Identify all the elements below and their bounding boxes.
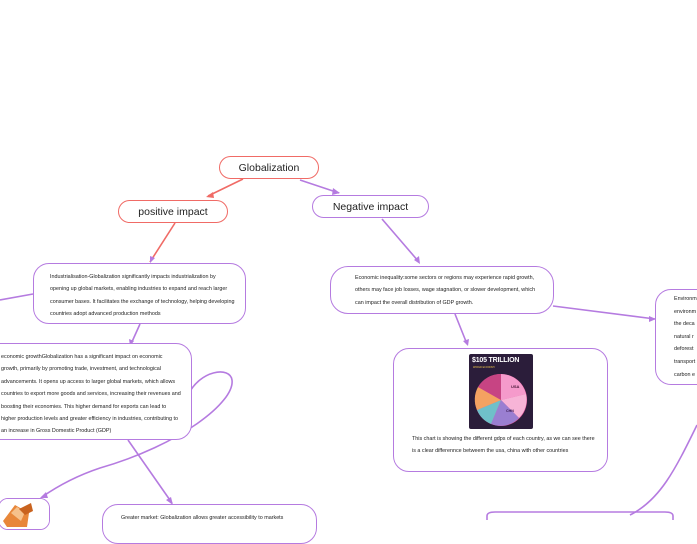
environment-line: deforest bbox=[674, 346, 694, 353]
link-inequality-chart bbox=[454, 313, 468, 345]
node-gdp-chart[interactable]: $105 TRILLION WORLD ECONOMY USA CHN This… bbox=[393, 348, 608, 472]
infographic-china-label: CHN bbox=[506, 409, 514, 413]
environment-line: carbon e bbox=[674, 371, 695, 378]
link-root-positive bbox=[207, 178, 244, 197]
link-positive-industrialisation bbox=[149, 222, 176, 263]
arrowhead-inequality bbox=[414, 256, 420, 264]
node-negative-impact[interactable]: Negative impact bbox=[312, 195, 429, 218]
root-node-label: Globalization bbox=[238, 161, 300, 174]
positive-impact-label: positive impact bbox=[138, 205, 208, 218]
infographic-subtitle: WORLD ECONOMY bbox=[473, 366, 495, 369]
link-negative-inequality bbox=[381, 218, 420, 263]
arrowhead-chart bbox=[463, 339, 469, 346]
node-economic-inequality[interactable]: Economic inequality:some sectors or regi… bbox=[330, 266, 554, 314]
link-root-negative bbox=[299, 179, 340, 194]
environment-line: environm bbox=[674, 308, 697, 315]
environment-line: Environm bbox=[674, 296, 697, 302]
node-image-thumbnail[interactable] bbox=[0, 498, 50, 530]
economic-inequality-text: Economic inequality:some sectors or regi… bbox=[355, 275, 536, 306]
gdp-infographic-image: $105 TRILLION WORLD ECONOMY USA CHN bbox=[469, 354, 533, 429]
arrowhead-positive bbox=[206, 192, 214, 198]
infographic-headline: $105 TRILLION bbox=[472, 357, 520, 364]
greater-market-text: Greater market: Globalization allows gre… bbox=[121, 515, 284, 521]
root-node-globalization[interactable]: Globalization bbox=[219, 156, 319, 179]
connection-lines bbox=[0, 178, 697, 520]
economic-growth-text: economic growthGlobalization has a signi… bbox=[1, 354, 181, 435]
negative-impact-label: Negative impact bbox=[332, 200, 409, 213]
arrowhead-environment bbox=[649, 316, 656, 322]
link-environment-down bbox=[629, 424, 697, 516]
node-environment[interactable]: Environm environm the deca natural r def… bbox=[655, 289, 697, 385]
link-environment-lower-box bbox=[486, 511, 674, 520]
infographic-voronoi bbox=[474, 373, 527, 426]
environment-line: the deca bbox=[674, 321, 695, 328]
node-greater-market[interactable]: Greater market: Globalization allows gre… bbox=[102, 504, 317, 544]
arrowhead-industrialisation bbox=[150, 256, 155, 263]
link-economic-growth-loop bbox=[41, 371, 233, 498]
gdp-chart-caption: This chart is showing the different gdps… bbox=[412, 436, 595, 455]
environment-line: transport bbox=[674, 358, 696, 365]
arrowhead-thumb bbox=[40, 492, 48, 498]
node-economic-growth[interactable]: economic growthGlobalization has a signi… bbox=[0, 343, 192, 440]
link-industrialisation-left bbox=[0, 293, 34, 301]
industrialisation-text: Industrialisation-Globalization signific… bbox=[50, 274, 235, 318]
node-industrialisation[interactable]: Industrialisation-Globalization signific… bbox=[33, 263, 246, 324]
node-positive-impact[interactable]: positive impact bbox=[118, 200, 228, 223]
arrowhead-negative bbox=[332, 188, 340, 195]
environment-line: natural r bbox=[674, 333, 694, 340]
thumbnail-image bbox=[0, 499, 49, 529]
infographic-usa-label: USA bbox=[511, 384, 520, 389]
arrowhead-greater-market bbox=[166, 497, 173, 505]
link-inequality-environment bbox=[552, 305, 656, 320]
link-economic-growth-greater-market bbox=[127, 439, 173, 504]
